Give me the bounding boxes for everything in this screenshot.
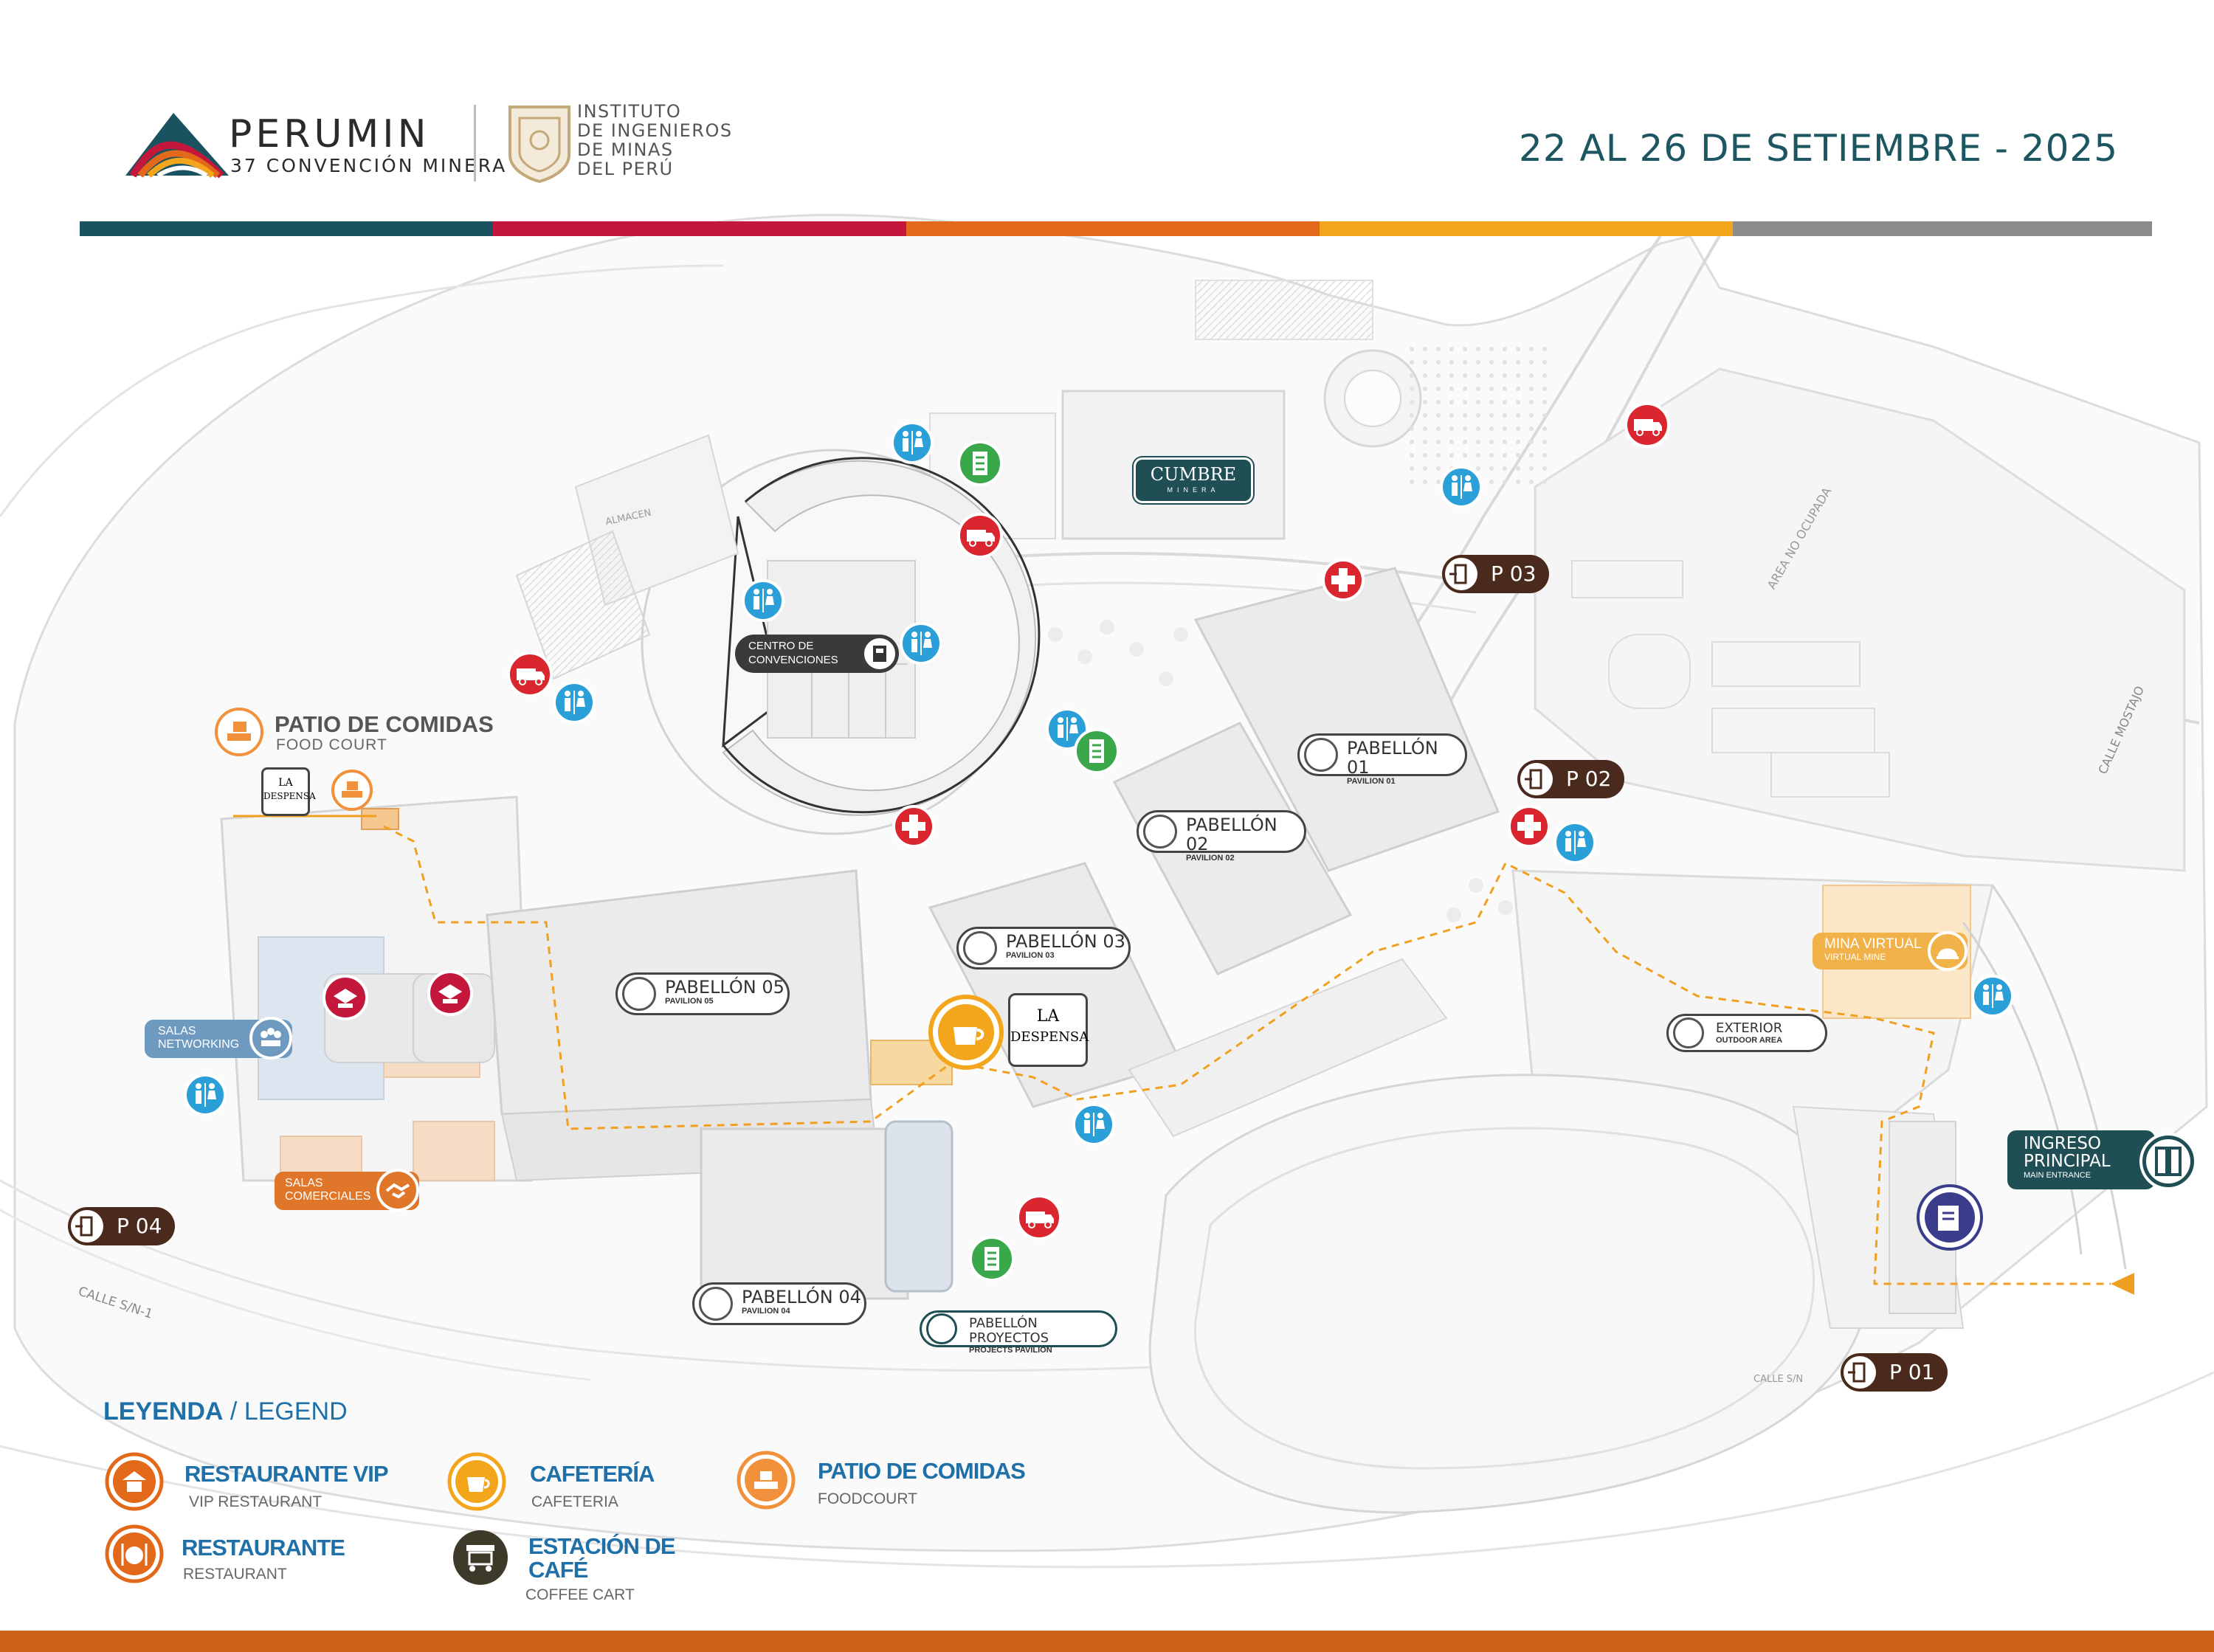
footer-band (0, 1631, 2214, 1652)
entrance-door-icon[interactable] (2139, 1132, 2198, 1191)
exit-door-icon (1445, 558, 1477, 590)
institute-seal-icon (508, 106, 570, 183)
restroom-icon[interactable] (1553, 820, 1597, 865)
projects-pavilion-label[interactable]: PABELLÓN PROYECTOS PROJECTS PAVILION (920, 1310, 1117, 1355)
pavilion-05-label[interactable]: PABELLÓN 05 PAVILION 05 (615, 972, 790, 1015)
legend-cafeteria-en: CAFETERIA (531, 1493, 618, 1510)
stripe-yellow (1320, 221, 1733, 236)
convention-center-tag[interactable]: CENTRO DE CONVENCIONES (735, 635, 899, 673)
registration-icon[interactable] (1916, 1183, 1984, 1251)
pavilion-icon (1673, 1017, 1704, 1048)
legend-food-court: PATIO DE COMIDAS (818, 1458, 1026, 1484)
ambulance-icon[interactable] (956, 512, 1004, 559)
food-court-icon[interactable] (331, 769, 373, 812)
first-aid-icon[interactable] (892, 804, 936, 849)
color-stripe (80, 221, 2152, 236)
restroom-icon[interactable] (1439, 465, 1483, 509)
ambulance-icon[interactable] (1015, 1194, 1063, 1241)
coffee-icon (447, 1452, 506, 1511)
ambulance-icon[interactable] (1624, 401, 1671, 449)
restroom-icon[interactable] (741, 578, 785, 623)
convention-icon (862, 636, 897, 671)
mina-virtual-tag[interactable]: MINA VIRTUAL VIRTUAL MINE (1813, 931, 1968, 971)
stripe-teal (80, 221, 493, 236)
header-divider (474, 105, 476, 182)
legend-cafeteria: CAFETERÍA (530, 1461, 655, 1487)
legend-title: LEYENDA / LEGEND (103, 1397, 348, 1425)
legend-coffee-cart: ESTACIÓN DE CAFÉ (528, 1533, 676, 1583)
first-aid-icon[interactable] (1321, 558, 1365, 602)
la-despensa-small[interactable]: LA DESPENSA (261, 767, 316, 816)
handshake-icon (376, 1169, 419, 1212)
coffee-icon[interactable] (927, 993, 1005, 1071)
coffee-cart-icon (453, 1530, 508, 1585)
restroom-icon[interactable] (1072, 1102, 1116, 1147)
perumin-logo (125, 113, 229, 179)
info-icon[interactable] (968, 1235, 1015, 1282)
parking-p02[interactable]: P 02 (1517, 760, 1625, 798)
stripe-orange (906, 221, 1320, 236)
legend-restaurant-en: RESTAURANT (183, 1566, 287, 1583)
food-court-icon (737, 1451, 796, 1510)
main-entrance-tag[interactable]: INGRESO PRINCIPAL MAIN ENTRANCE (2007, 1130, 2155, 1189)
event-date: 22 AL 26 DE SETIEMBRE - 2025 (1519, 127, 2119, 170)
food-court-subtitle: FOOD COURT (276, 736, 387, 753)
pavilion-icon (963, 931, 997, 965)
exit-door-icon (71, 1210, 103, 1243)
pavilion-icon (926, 1313, 957, 1344)
parking-p04[interactable]: P 04 (68, 1207, 176, 1245)
networking-icon (249, 1017, 292, 1060)
legend-food-court-en: FOODCOURT (818, 1490, 917, 1507)
restroom-icon[interactable] (899, 621, 943, 666)
helmet-icon (1928, 931, 1968, 971)
legend-restaurant: RESTAURANTE (182, 1535, 345, 1561)
pavilion-03-label[interactable]: PABELLÓN 03 PAVILION 03 (956, 927, 1131, 970)
exterior-label[interactable]: EXTERIOR OUTDOOR AREA (1666, 1014, 1827, 1052)
pavilion-icon (1143, 815, 1177, 849)
vip-restaurant-icon[interactable] (427, 970, 474, 1017)
calle-sn-label: CALLE S/N (1753, 1374, 1804, 1385)
institute-name: INSTITUTO DE INGENIEROS DE MINAS DEL PER… (577, 101, 733, 179)
vip-restaurant-icon[interactable] (322, 974, 369, 1021)
info-icon[interactable] (1073, 727, 1120, 775)
parking-p03[interactable]: P 03 (1442, 555, 1550, 593)
la-despensa-large[interactable]: LA DESPENSA (1008, 993, 1089, 1067)
pavilion-icon (622, 977, 656, 1011)
brand-name: PERUMIN (229, 112, 430, 156)
cumbre-minera-tag[interactable]: CUMBRE MINERA (1134, 457, 1253, 503)
restroom-icon[interactable] (552, 680, 596, 725)
food-court-title: PATIO DE COMIDAS (275, 711, 494, 737)
pavilion-icon (699, 1287, 733, 1321)
brand-subtitle: 37 CONVENCIÓN MINERA (230, 155, 508, 176)
first-aid-icon[interactable] (1507, 804, 1551, 849)
restroom-icon[interactable] (1970, 974, 2015, 1018)
stripe-red (493, 221, 906, 236)
legend-vip-restaurant-en: VIP RESTAURANT (189, 1493, 323, 1510)
legend-vip-restaurant: RESTAURANTE VIP (184, 1461, 389, 1487)
restroom-icon[interactable] (183, 1073, 227, 1117)
pavilion-icon (1304, 738, 1338, 772)
food-court-icon (215, 708, 263, 756)
restroom-icon[interactable] (1045, 707, 1089, 751)
exit-door-icon (1844, 1356, 1876, 1389)
parking-p01[interactable]: P 01 (1841, 1353, 1948, 1392)
stripe-gray (1733, 221, 2152, 236)
restroom-icon[interactable] (890, 421, 934, 465)
pavilion-02-label[interactable]: PABELLÓN 02 PAVILION 02 (1137, 810, 1306, 863)
restaurant-icon (105, 1524, 164, 1583)
pavilion-04-label[interactable]: PABELLÓN 04 PAVILION 04 (692, 1282, 866, 1325)
salas-comerciales-tag[interactable]: SALAS COMERCIALES (275, 1169, 419, 1212)
ambulance-icon[interactable] (506, 651, 554, 698)
salas-networking-tag[interactable]: SALAS NETWORKING (145, 1017, 292, 1060)
info-icon[interactable] (956, 440, 1004, 487)
convention-center-label: CENTRO DE CONVENCIONES (748, 640, 838, 666)
exit-door-icon (1520, 763, 1553, 795)
pavilion-01-label[interactable]: PABELLÓN 01 PAVILION 01 (1297, 733, 1467, 786)
vip-restaurant-icon (105, 1452, 164, 1511)
legend-coffee-cart-en: COFFEE CART (525, 1586, 635, 1603)
